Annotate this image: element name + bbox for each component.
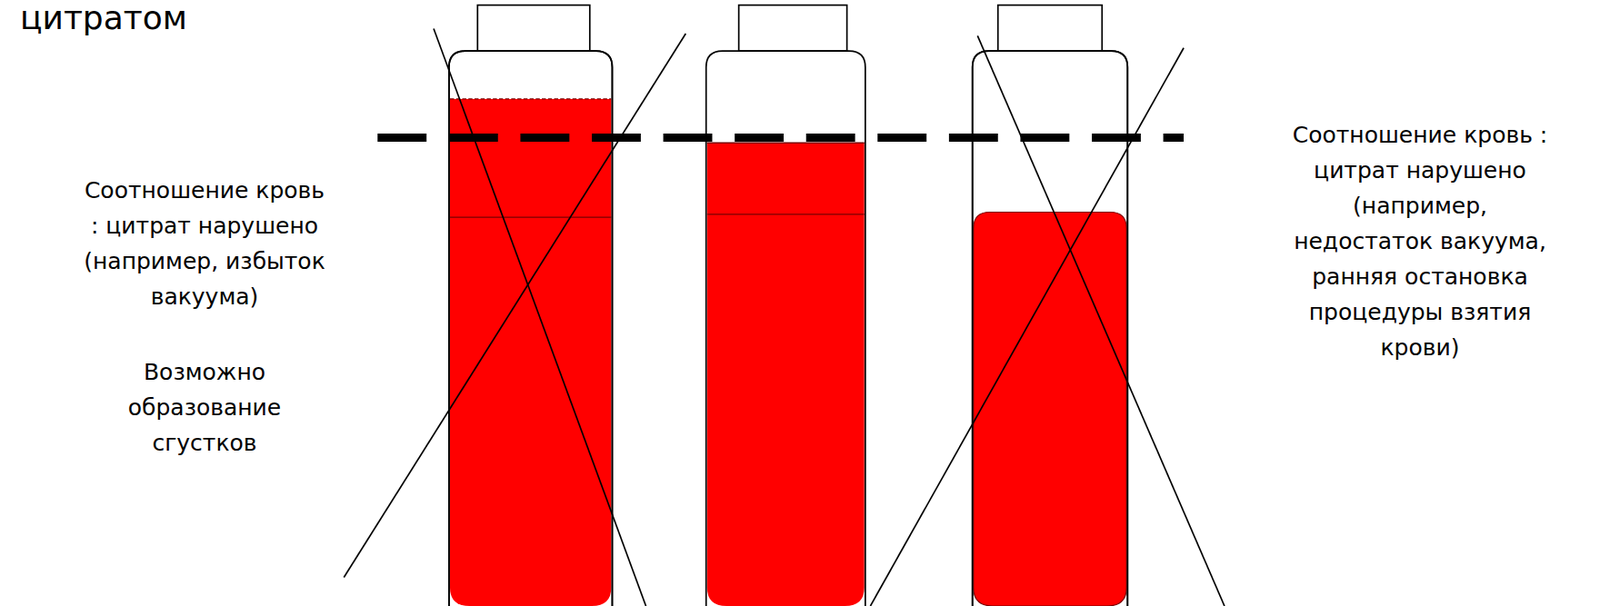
tube-underfilled (972, 5, 1129, 606)
tube-overfilled (449, 5, 613, 606)
annotation-text: Возможно образование сгустков (126, 354, 283, 461)
heading-fragment: цитратом (20, 0, 188, 37)
fill-level-line (377, 133, 1184, 142)
annotation-text: Соотношение кровь : цитрат нарушено (нап… (1292, 117, 1549, 366)
reject-cross (870, 35, 1224, 606)
reject-cross (343, 28, 686, 606)
annotation-text: Соотношение кровь : цитрат нарушено (нап… (82, 172, 328, 315)
tube-correct (706, 5, 866, 606)
